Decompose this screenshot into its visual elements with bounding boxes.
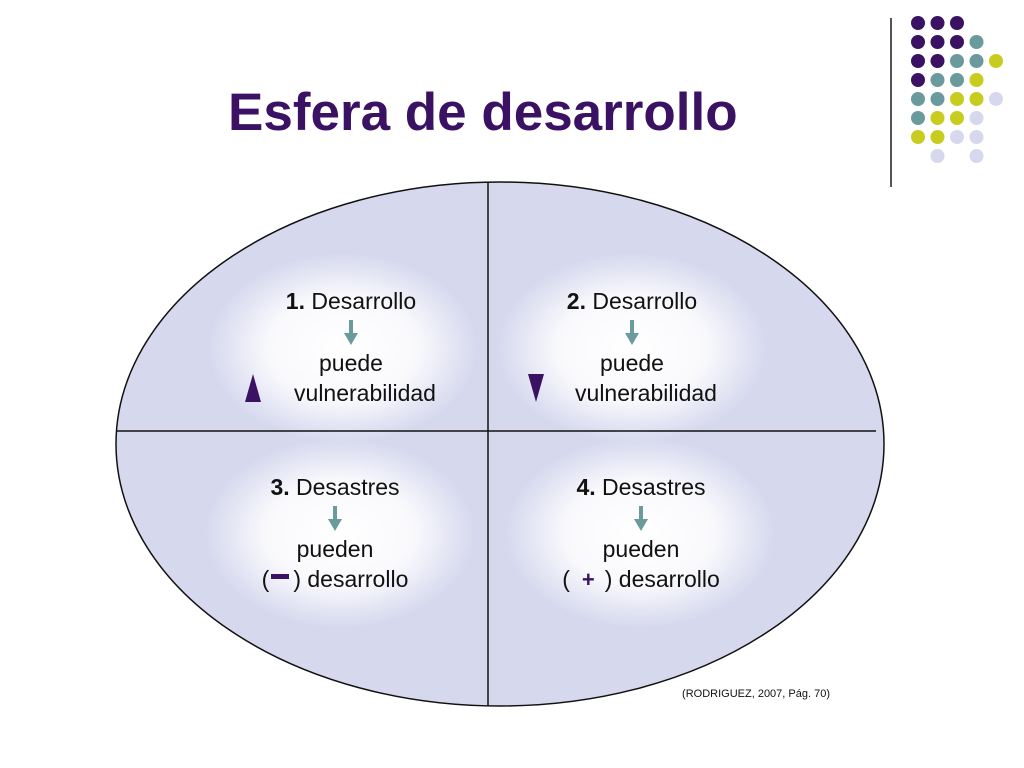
triangle-down-icon [528, 374, 544, 402]
quadrant-3: 3. Desastres pueden ( ) desarrollo [215, 472, 455, 594]
page-title: Esfera de desarrollo [228, 83, 738, 142]
quadrant-4-glow [505, 438, 775, 628]
open-paren: ( [261, 566, 270, 592]
arrow-down-icon [625, 320, 639, 345]
quadrant-1-glow [208, 253, 478, 443]
open-paren: ( [562, 566, 570, 592]
quadrant-verb: puede [600, 350, 664, 376]
minus-icon [271, 574, 290, 580]
quadrant-verb: pueden [296, 536, 374, 562]
quadrant-4: 4. Desastres pueden ( + ) desarrollo [521, 472, 761, 595]
quadrant-number: 1. [285, 288, 305, 314]
quadrant-1: 1. Desarrollo puede vulnerabilidad [231, 286, 471, 408]
arrow-down-icon [634, 506, 648, 531]
arrow-down-icon [328, 506, 342, 531]
quadrant-object: vulnerabilidad [294, 380, 436, 406]
plus-icon: + [581, 567, 595, 592]
citation: (RODRIGUEZ, 2007, Pág. 70) [682, 688, 830, 700]
quadrant-subject: Desastres [602, 474, 706, 500]
sphere-ellipse [115, 181, 885, 707]
quadrant-number: 4. [576, 474, 596, 500]
quadrant-subject: Desarrollo [311, 288, 417, 314]
close-paren-text: ) desarrollo [293, 566, 409, 592]
quadrant-2-glow [497, 253, 767, 443]
quadrant-object: vulnerabilidad [575, 380, 717, 406]
quadrant-number: 3. [270, 474, 290, 500]
quadrant-verb: pueden [602, 536, 680, 562]
arrow-down-icon [344, 320, 358, 345]
quadrant-subject: Desastres [296, 474, 400, 500]
quadrant-subject: Desarrollo [592, 288, 698, 314]
quadrant-3-glow [205, 438, 475, 628]
quadrant-number: 2. [566, 288, 586, 314]
close-paren-text: ) desarrollo [604, 566, 720, 592]
quadrant-2: 2. Desarrollo puede vulnerabilidad [512, 286, 752, 408]
triangle-up-icon [245, 374, 261, 402]
quadrant-verb: puede [319, 350, 383, 376]
